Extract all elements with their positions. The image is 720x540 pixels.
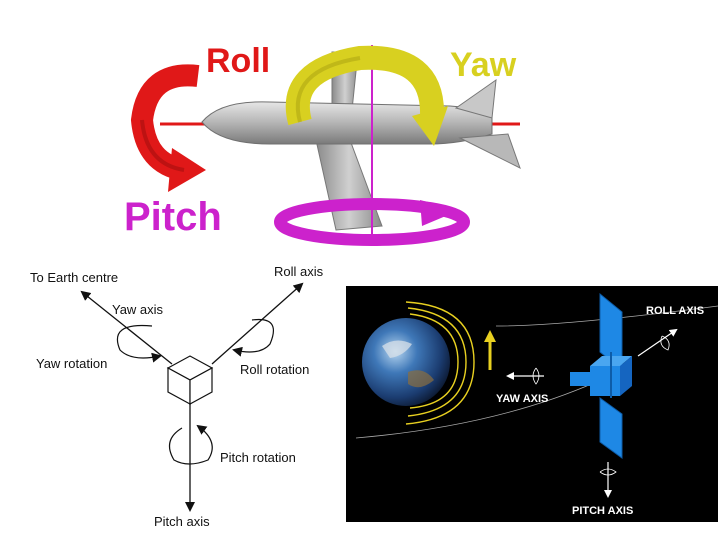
roll-axis-label: Roll axis bbox=[274, 264, 324, 279]
pitch-arrow-head bbox=[420, 200, 460, 226]
roll-axis-label: ROLL AXIS bbox=[646, 305, 704, 317]
roll-axis-arrow bbox=[637, 328, 678, 357]
earth-clouds bbox=[382, 340, 412, 358]
satellite-illustration: ROLL AXIS YAW AXIS PITCH AXIS bbox=[346, 286, 718, 522]
yaw-rotation-mark bbox=[532, 367, 540, 385]
satellite-cube bbox=[166, 355, 214, 406]
yaw-arrow-shade bbox=[295, 56, 361, 123]
yaw-rotation-label: Yaw rotation bbox=[36, 356, 107, 371]
pitch-label: Pitch bbox=[124, 195, 222, 239]
orbit-direction-arrow-head bbox=[484, 330, 496, 342]
yaw-axis-label: YAW AXIS bbox=[496, 393, 548, 405]
fuselage bbox=[201, 101, 493, 145]
orbit-line-lower bbox=[355, 381, 597, 439]
yaw-axis-label: Yaw axis bbox=[112, 302, 164, 317]
orbit-line-upper bbox=[495, 305, 718, 327]
satellite-svg: ROLL AXIS YAW AXIS PITCH AXIS bbox=[346, 286, 718, 522]
yaw-rotation-curve bbox=[116, 324, 162, 363]
roll-rotation-mark bbox=[660, 335, 670, 351]
roll-arrow-head bbox=[168, 148, 206, 192]
earth-landmass bbox=[408, 370, 434, 388]
pitch-rotation-arrow bbox=[274, 198, 470, 246]
airplane-illustration: Roll Yaw Pitch bbox=[120, 30, 560, 252]
roll-axis-line bbox=[211, 282, 304, 365]
airplane-svg: Roll Yaw Pitch bbox=[124, 42, 521, 246]
pitch-rotation-label: Pitch rotation bbox=[220, 450, 296, 465]
pitch-axis-label: Pitch axis bbox=[154, 514, 210, 529]
tail-fin-lower bbox=[458, 133, 521, 170]
yaw-arrow-head bbox=[412, 106, 448, 146]
axis-diagram-svg: To Earth centre Yaw axis Yaw rotation Ro… bbox=[30, 264, 324, 529]
earth bbox=[362, 318, 450, 406]
to-earth-centre-label: To Earth centre bbox=[30, 270, 118, 285]
pitch-rotation-mark bbox=[599, 468, 617, 476]
roll-label: Roll bbox=[206, 42, 270, 80]
yaw-label: Yaw bbox=[450, 46, 517, 84]
roll-rotation-label: Roll rotation bbox=[240, 362, 309, 377]
pitch-axis-label: PITCH AXIS bbox=[572, 505, 633, 517]
roll-arrow-shade bbox=[140, 119, 185, 172]
axis-diagram: To Earth centre Yaw axis Yaw rotation Ro… bbox=[20, 256, 350, 534]
yellow-orbit-arcs bbox=[405, 301, 475, 425]
roll-rotation-curve bbox=[232, 318, 274, 357]
solar-panel-lower bbox=[599, 397, 623, 459]
tail-fin-upper bbox=[454, 78, 497, 119]
pitch-rotation-curve bbox=[168, 424, 213, 465]
